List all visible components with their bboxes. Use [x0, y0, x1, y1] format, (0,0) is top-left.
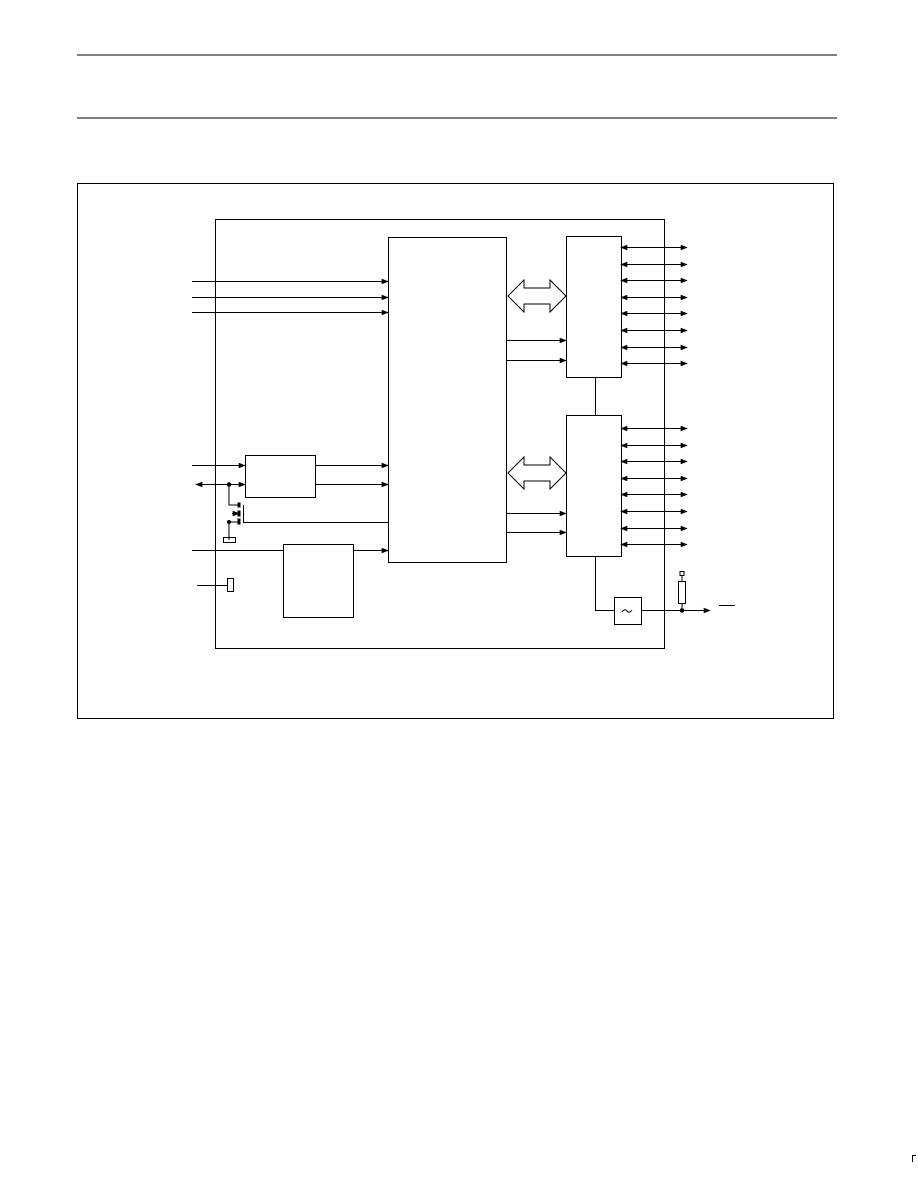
figure-frame	[77, 183, 834, 719]
port-block-upper	[566, 236, 622, 378]
cpu-to-port-lines	[506, 337, 567, 536]
input-lines	[192, 278, 389, 316]
bus-arrow-upper	[507, 278, 567, 314]
cpu-block	[388, 237, 507, 563]
interface-block	[245, 455, 316, 498]
crystal	[227, 578, 234, 592]
switch-network	[223, 484, 388, 543]
tilde-icon	[621, 609, 633, 613]
port-block-lower	[566, 415, 622, 557]
filter-block	[614, 597, 642, 625]
bus-arrow-lower	[507, 455, 567, 491]
resistor	[678, 581, 686, 604]
port-lines	[620, 244, 688, 548]
clock-block	[283, 544, 354, 618]
chip-boundary	[215, 219, 665, 649]
